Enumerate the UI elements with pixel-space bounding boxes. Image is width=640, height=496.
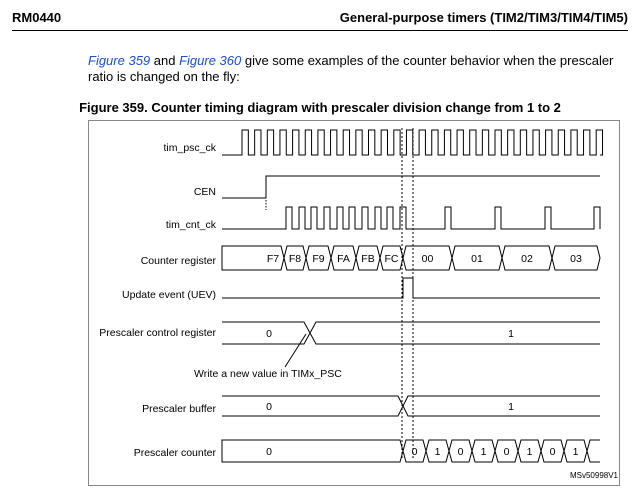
psc-buf-cell-0 bbox=[222, 395, 404, 417]
intro-paragraph: Figure 359 and Figure 360 give some exam… bbox=[88, 53, 628, 85]
psc-cnt-value: 1 bbox=[527, 446, 533, 458]
label-prescaler-buffer: Prescaler buffer bbox=[142, 403, 216, 415]
counter-value: FB bbox=[361, 253, 374, 265]
tim-psc-ck-wave bbox=[222, 129, 604, 156]
psc-cnt-value: 0 bbox=[412, 446, 418, 458]
label-prescaler-control: Prescaler control register bbox=[99, 327, 216, 339]
figure-359-link[interactable]: Figure 359 bbox=[88, 53, 151, 68]
counter-value: 01 bbox=[471, 253, 483, 265]
psc-ctrl-value: 0 bbox=[266, 328, 272, 340]
counter-cell bbox=[551, 245, 601, 271]
label-counter-register: Counter register bbox=[141, 255, 217, 267]
counter-value: FA bbox=[337, 253, 350, 265]
psc-buf-value: 1 bbox=[508, 401, 514, 413]
annotation-text: Write a new value in TIMx_PSC bbox=[194, 368, 342, 380]
tim-cnt-ck-wave bbox=[222, 206, 601, 230]
psc-ctrl-cell-1 bbox=[309, 321, 600, 345]
label-update-event: Update event (UEV) bbox=[122, 289, 216, 301]
psc-cnt-value: 1 bbox=[435, 446, 441, 458]
document-id: RM0440 bbox=[12, 10, 62, 25]
psc-cnt-value: 0 bbox=[266, 446, 272, 458]
figure-code: MSv50998V1 bbox=[570, 471, 619, 480]
counter-value: F8 bbox=[289, 253, 301, 265]
psc-cnt-value: 0 bbox=[550, 446, 556, 458]
counter-value: FC bbox=[385, 253, 399, 265]
label-tim-psc-ck: tim_psc_ck bbox=[163, 142, 216, 154]
figure-360-link[interactable]: Figure 360 bbox=[179, 53, 242, 68]
cen-wave bbox=[222, 175, 600, 199]
psc-cnt-cell-tail bbox=[586, 439, 600, 463]
figure-title: Figure 359. Counter timing diagram with … bbox=[79, 100, 561, 115]
intro-rest: give some examples of the counter behavi… bbox=[88, 53, 614, 84]
psc-buf-value: 0 bbox=[266, 401, 272, 413]
label-tim-cnt-ck: tim_cnt_ck bbox=[166, 219, 217, 231]
psc-cnt-value: 1 bbox=[573, 446, 579, 458]
annotation-pointer bbox=[284, 333, 307, 368]
psc-buf-cell-1 bbox=[402, 395, 600, 417]
psc-cnt-value: 0 bbox=[458, 446, 464, 458]
psc-cnt-cell bbox=[221, 439, 404, 463]
uev-wave bbox=[222, 277, 600, 299]
counter-value: F7 bbox=[267, 253, 279, 265]
figure-frame bbox=[88, 120, 620, 486]
counter-value: 03 bbox=[570, 253, 582, 265]
intro-and: and bbox=[150, 53, 180, 68]
header-rule bbox=[12, 30, 628, 31]
section-title: General-purpose timers (TIM2/TIM3/TIM4/T… bbox=[339, 10, 628, 25]
psc-ctrl-value: 1 bbox=[508, 328, 514, 340]
psc-cnt-value: 1 bbox=[481, 446, 487, 458]
label-cen: CEN bbox=[194, 186, 216, 198]
counter-value: 02 bbox=[521, 253, 533, 265]
counter-value: 00 bbox=[422, 253, 434, 265]
counter-value: F9 bbox=[312, 253, 324, 265]
label-prescaler-counter: Prescaler counter bbox=[134, 447, 217, 459]
psc-cnt-value: 0 bbox=[504, 446, 510, 458]
